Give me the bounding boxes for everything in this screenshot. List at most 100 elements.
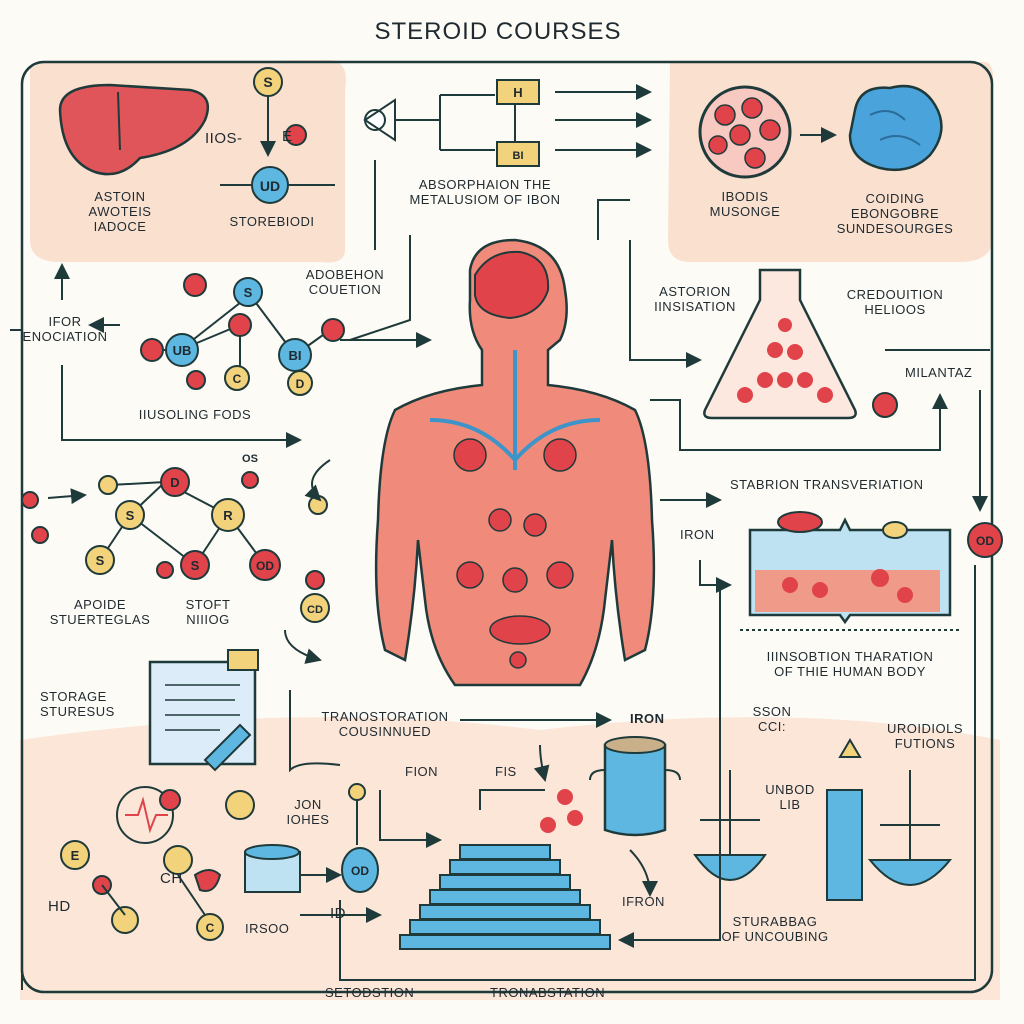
coiding-label: COIDING EBONGOBRE SUNDESOURGES [836,191,954,237]
adobehon-label-line-1: ADOBEHON [305,267,385,282]
ifron-label: IFRON [622,894,665,909]
storage-left-label: STORAGE STURESUS [40,689,115,720]
hd-label: HD [48,898,71,915]
apoide-label: APOIDE STUERTEGLAS [49,597,151,628]
node-ub: UB [173,343,192,358]
brain-cluster-icon [848,84,943,172]
fis-label: FIS [495,764,517,779]
node-s-left: S [126,508,135,523]
vertical-syringe [341,783,379,893]
setodstion-label: SETODSTION [325,985,415,1000]
unbod-line-1: UNBOD [765,782,815,797]
iron-mid-label: IRON [680,527,715,542]
node-c: C [233,372,242,386]
stoft-label-line-2: NIIIOG [186,611,230,627]
flask-icon [703,268,898,420]
box-h: H [513,85,522,100]
cells-label: IBODIS MUSONGE [709,189,781,220]
apoide-label-line-1: APOIDE [73,597,127,612]
coiding-label-line-3: SUNDESOURGES [836,220,954,236]
coiding-label-line-1: COIDING [865,191,925,206]
liver-label-line-3: IADOCE [93,218,147,234]
scale-icon [693,738,953,901]
insobtion-label: IIINSOBTION THARATION OF THIE HUMAN BODY [766,649,934,680]
sson-label-line-1: SSON [752,704,792,719]
box-bi: BI [513,150,524,162]
pot-icon [540,736,681,837]
credouition-label: CREDOUITION HELIOOS [846,287,944,318]
iron-enocation-line-1: IFOR [48,314,82,329]
node-bi: BI [289,348,302,363]
iron-enocation-line-2: ENOCIATION [22,328,108,344]
stoft-label-line-1: STOFT [185,597,231,612]
page-title: STEROID COURSES [374,18,622,45]
clipboard-icon [148,649,259,772]
unbod-label: UNBOD LIB [765,782,815,813]
node-s-bl: S [96,553,105,568]
syringe-icon [203,723,252,772]
insouling-label: IIUSOLING FODS [138,407,252,422]
node-s-mid: S [244,285,253,300]
sson-label-line-2: CCI: [758,718,786,734]
join-label: JON IOHES [286,797,330,828]
liver-label-line-1: ASTOIN [94,189,146,204]
node-s-bm: S [191,558,200,573]
flow-lines [10,199,990,990]
human-body-icon [374,238,656,687]
absorption-title-line-1: ABSORPHAION THE [418,177,552,192]
apoide-label-line-2: STUERTEGLAS [49,611,151,627]
stabrion-label: STABRION TRANSVERIATION [730,477,924,492]
adobehon-label: ADOBEHON COUETION [305,267,385,298]
sturabbag-line-2: OF UNCOUBING [721,928,829,944]
ub-bi-molecule [140,273,345,396]
node-od-right: OD [976,534,994,548]
astorion-label-line-2: IINSISATION [654,298,736,314]
insobtion-label-line-2: OF THIE HUMAN BODY [774,663,926,679]
iron-enocation-label: IFOR ENOCIATION [22,314,108,345]
coiding-label-line-2: EBONGOBRE [850,205,940,221]
node-cd: CD [307,604,323,616]
node-s-top: S [263,74,272,90]
iron-bottom-label: IRON [630,711,665,726]
irsoo-label: IRSOO [245,921,290,936]
transtoration-label: TRANOSTORATION COUSINNUED [321,709,448,740]
liver-label: ASTOIN AWOTEIS IADOCE [88,189,152,235]
astorion-label-line-1: ASTORION [659,284,731,299]
credouition-label-line-2: HELIOOS [864,301,926,317]
mol-os: OS [242,453,258,465]
storage-left-line-1: STORAGE [40,689,107,704]
storebodi-label: STOREBIODI [229,214,315,229]
node-e: E [71,848,80,863]
cylinder-icon [244,844,301,893]
cell-icon [698,85,837,179]
cells-label-line-2: MUSONGE [709,203,781,219]
node-d-small: D [296,377,305,391]
top-center-mechanism [363,79,652,250]
absorption-title-line-2: METALUSIOM OF IBON [409,191,561,207]
sturabbag-label: STURABBAG OF UNCOUBING [721,914,829,945]
node-od: OD [256,559,274,573]
cells-label-line-1: IBODIS [721,189,769,204]
milantaz-label: MILANTAZ [905,365,973,380]
absorption-title: ABSORPHAION THE METALUSIOM OF IBON [409,177,561,208]
fion-label: FION [405,764,439,779]
uroidols-line-1: UROIDIOLS [886,721,964,736]
join-line-2: IOHES [286,811,330,827]
tronabstation-label: TRONABSTATION [490,985,606,1000]
adobehon-label-line-2: COUETION [308,281,382,297]
bottom-left-molecule [60,786,255,941]
stoft-label: STOFT NIIIOG [185,597,231,628]
top-left-molecule [220,67,335,204]
unbod-line-2: LIB [779,796,801,812]
astorion-label: ASTORION IINSISATION [654,284,736,315]
book-icon [740,511,1003,631]
credouition-label-line-1: CREDOUITION [846,287,944,302]
sturabbag-line-1: STURABBAG [732,914,818,929]
node-ud: UD [260,178,280,194]
storage-left-line-2: STURESUS [40,703,115,719]
node-r: R [223,508,233,523]
liver-label-line-2: AWOTEIS [88,203,152,219]
insobtion-label-line-1: IIINSOBTION THARATION [766,649,934,664]
liver-icon [58,83,210,176]
